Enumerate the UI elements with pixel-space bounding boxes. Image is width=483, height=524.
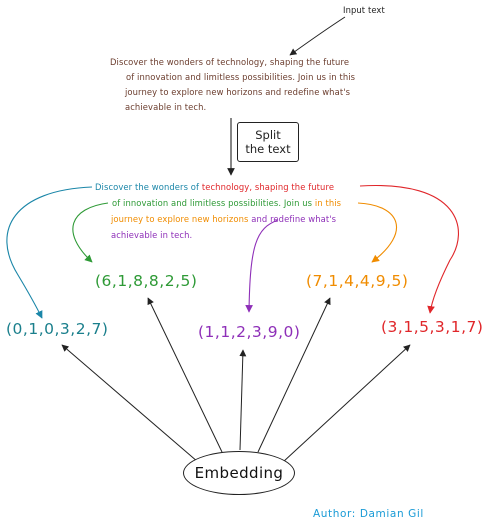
red-connector [359,184,459,314]
input-paragraph-line-3: journey to explore new horizons and rede… [125,87,351,97]
split-text-box: Split the text [237,122,299,162]
teal-segment: Discover the wonders of [95,182,202,192]
embedding-to-orange [257,297,331,453]
purple-segment-1: and redefine what's [248,214,337,224]
teal-connector [6,186,93,319]
embedding-to-red [282,344,411,463]
orange-connector [357,202,398,263]
input-paragraph-line-2: of innovation and limitless possibilitie… [126,72,356,82]
vector-orange: (7,1,4,4,9,5) [306,272,409,290]
embedding-to-teal [61,344,199,463]
embedding-to-purple [239,349,247,451]
purple-segment-2: achievable in tech. [111,230,193,240]
green-connector [72,202,109,263]
orange-segment-2: journey to explore new horizons [111,214,249,224]
vector-teal: (0,1,0,3,2,7) [6,320,109,338]
colored-text-line-3: journey to explore new horizons and rede… [111,215,336,223]
red-segment: technology, shaping the future [201,182,335,192]
input-paragraph-line-1: Discover the wonders of technology, shap… [110,57,350,67]
author-credit: Author: Damian Gil [313,508,424,520]
colored-text-line-1: Discover the wonders of technology, shap… [95,183,334,191]
colored-text-line-2: of innovation and limitless possibilitie… [112,199,341,207]
input-label-arrow [289,16,346,56]
vector-red: (3,1,5,3,1,7) [381,318,483,336]
split-box-line-2: the text [245,142,291,156]
embedding-node: Embedding [183,451,295,495]
embedding-label: Embedding [194,464,284,482]
colored-text-line-4: achievable in tech. [111,231,192,239]
embedding-to-green [147,297,223,453]
input-paragraph-line-4: achievable in tech. [125,102,207,112]
split-box-line-1: Split [255,128,281,142]
vector-purple: (1,1,2,3,9,0) [198,323,301,341]
diagram-canvas: Input text Discover the wonders of techn… [6,5,483,520]
orange-segment-1: in this [312,198,342,208]
vector-green: (6,1,8,8,2,5) [95,272,198,290]
input-text-label: Input text [343,5,385,15]
green-segment: of innovation and limitless possibilitie… [112,198,313,208]
connector-layer [6,16,459,463]
purple-connector [245,219,279,313]
